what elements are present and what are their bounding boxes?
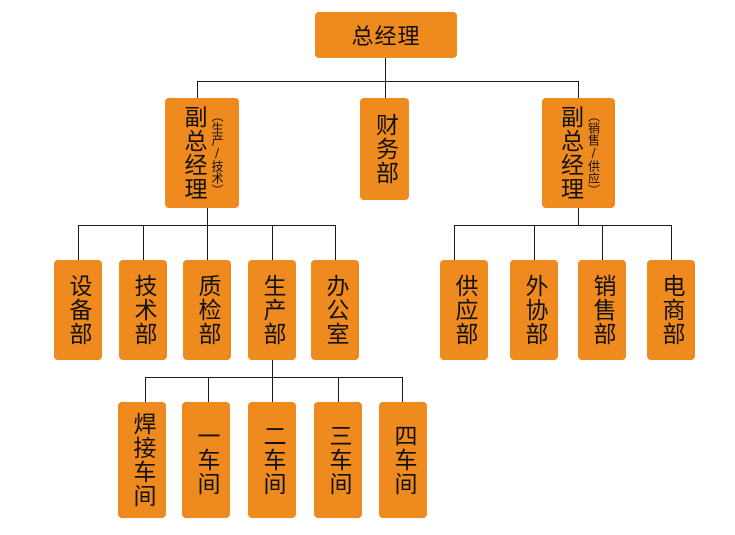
connector: [402, 377, 403, 402]
connector: [578, 208, 579, 226]
node-outsourcing-dept: 外协部: [510, 260, 558, 360]
node-note: （生产/技术）: [210, 110, 224, 196]
connector: [454, 225, 455, 260]
connector: [143, 225, 144, 260]
node-vp-production: 副总经理 （生产/技术）: [165, 98, 239, 208]
node-ecommerce-dept: 电商部: [647, 260, 695, 360]
node-welding-workshop: 焊接车间: [118, 402, 166, 518]
node-label: 一车间: [193, 424, 219, 496]
connector: [602, 225, 603, 260]
connector: [671, 225, 672, 260]
node-supply-dept: 供应部: [440, 260, 488, 360]
node-label: 财务部: [371, 113, 398, 185]
connector: [338, 377, 339, 402]
node-workshop-3: 三车间: [314, 402, 362, 518]
node-label: 设备部: [65, 274, 91, 346]
node-label: 办公室: [322, 274, 348, 346]
node-note: （销售/供应）: [586, 110, 601, 196]
node-label: 销售部: [589, 274, 615, 346]
connector: [534, 225, 535, 260]
node-label: 外协部: [521, 274, 547, 346]
node-label: 总经理: [351, 25, 421, 50]
connector: [145, 377, 146, 402]
connector: [197, 81, 579, 82]
node-sales-dept: 销售部: [578, 260, 626, 360]
node-workshop-4: 四车间: [379, 402, 427, 518]
node-label: 四车间: [390, 424, 416, 496]
node-workshop-1: 一车间: [182, 402, 230, 518]
node-technology-dept: 技术部: [119, 260, 167, 360]
node-label: 三车间: [325, 424, 351, 496]
node-vp-sales: 副总经理 （销售/供应）: [542, 98, 615, 208]
node-quality-dept: 质检部: [183, 260, 231, 360]
connector: [207, 208, 208, 226]
connector: [272, 377, 273, 402]
node-label: 技术部: [130, 274, 156, 346]
connector: [272, 225, 273, 260]
connector: [385, 58, 386, 82]
node-office: 办公室: [311, 260, 359, 360]
node-label: 供应部: [451, 274, 477, 346]
connector: [208, 377, 209, 402]
node-label: 生产部: [259, 274, 285, 346]
connector: [207, 225, 208, 260]
connector: [197, 81, 198, 98]
node-label: 二车间: [259, 424, 285, 496]
connector: [385, 81, 386, 98]
node-label: 副总经理: [180, 105, 206, 201]
connector: [454, 225, 672, 226]
node-equipment-dept: 设备部: [54, 260, 102, 360]
node-label: 质检部: [194, 274, 220, 346]
connector: [145, 377, 403, 378]
connector: [578, 81, 579, 98]
node-label: 副总经理: [556, 105, 583, 201]
connector: [335, 225, 336, 260]
connector: [78, 225, 79, 260]
connector: [272, 360, 273, 377]
node-production-dept: 生产部: [248, 260, 296, 360]
node-label: 焊接车间: [129, 412, 155, 508]
node-label: 电商部: [658, 274, 684, 346]
node-general-manager: 总经理: [315, 12, 457, 58]
node-finance: 财务部: [360, 98, 409, 200]
node-workshop-2: 二车间: [248, 402, 296, 518]
